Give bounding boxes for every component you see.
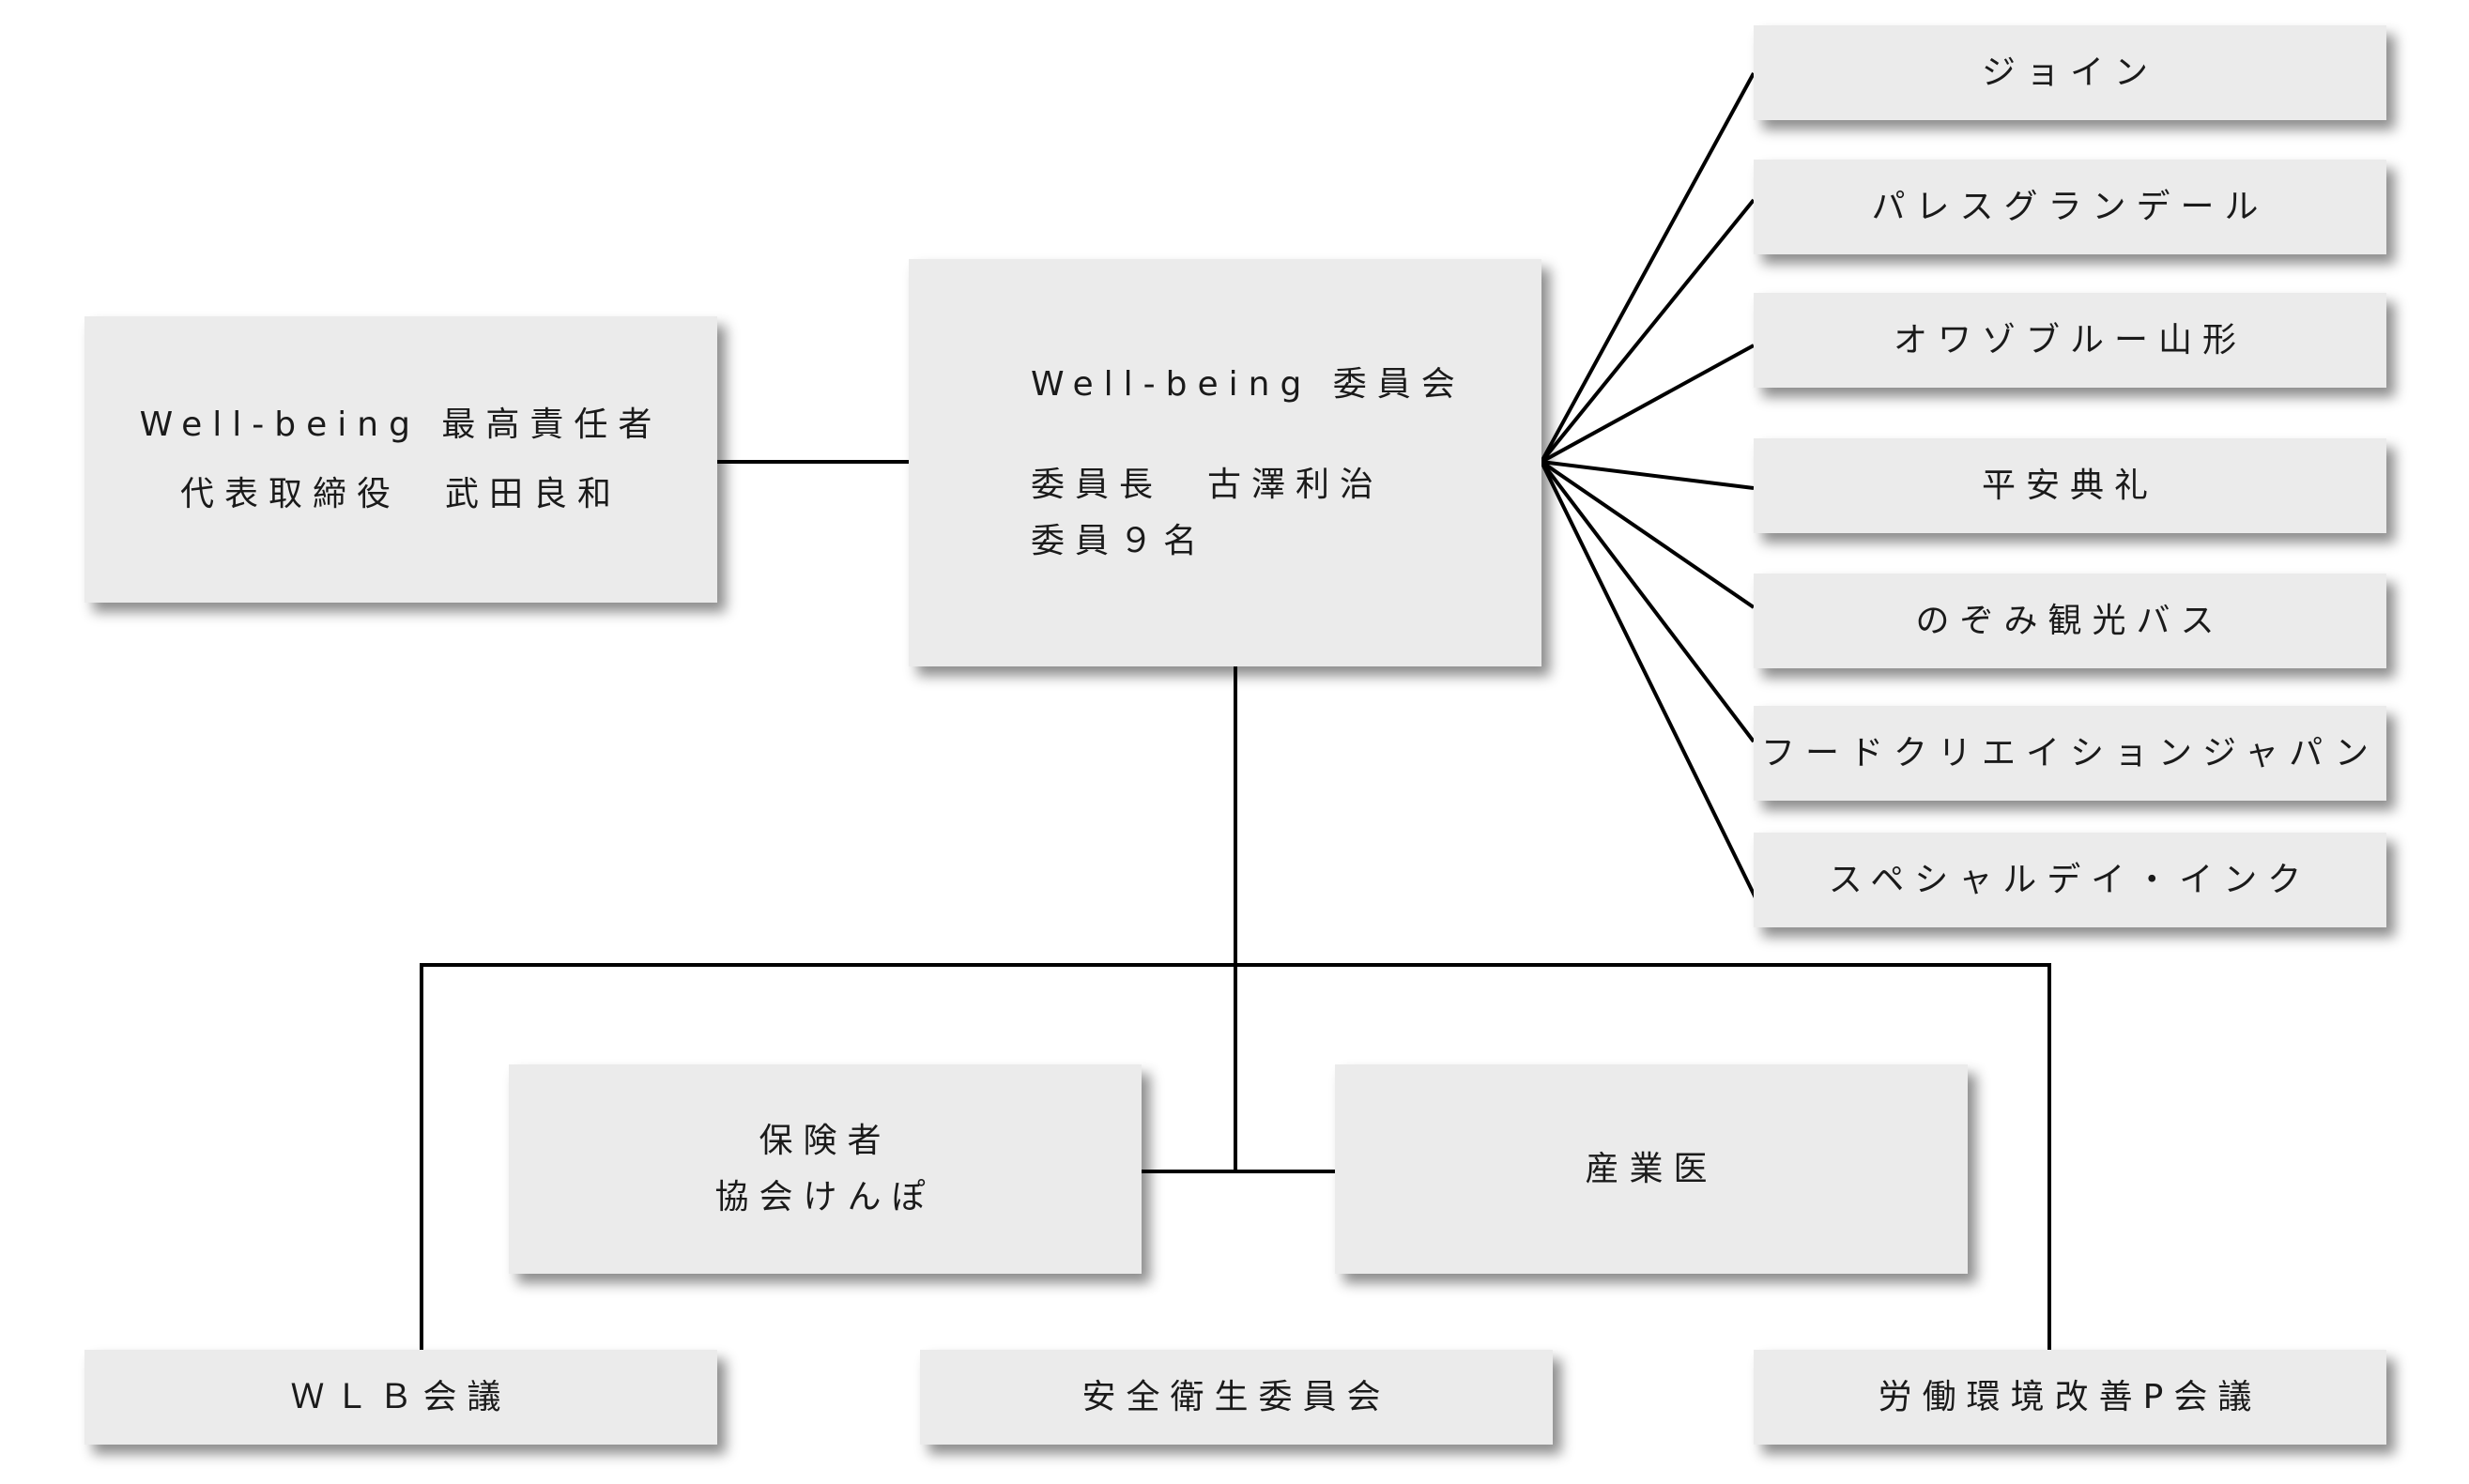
committee-chair: 委員長 古澤利治 [1031, 466, 1385, 505]
company-box-0: ジョイン [1754, 25, 2386, 120]
company-label: 平安典礼 [1981, 466, 2158, 505]
connector-company-5 [1540, 460, 1756, 743]
chief-officer-box: Well-being 最高責任者 代表取締役 武田良和 [84, 316, 717, 603]
chief-name: 代表取締役 武田良和 [179, 474, 621, 513]
company-box-5: フードクリエイションジャパン [1754, 706, 2386, 801]
connector-company-4 [1540, 460, 1756, 609]
chief-title: Well-being 最高責任者 [139, 405, 663, 445]
company-box-4: のぞみ観光バス [1754, 574, 2386, 668]
company-box-2: オワゾブルー山形 [1754, 293, 2386, 388]
company-label: のぞみ観光バス [1915, 601, 2225, 640]
company-box-6: スペシャルデイ・インク [1754, 833, 2386, 927]
insurer-name: 協会けんぽ [714, 1177, 936, 1216]
company-box-3: 平安典礼 [1754, 438, 2386, 533]
company-label: フードクリエイションジャパン [1760, 733, 2379, 773]
connector-company-3 [1541, 460, 1755, 490]
committee-box: Well-being 委員会 委員長 古澤利治 委員９名 [909, 259, 1541, 666]
labor-meeting-label: 労働環境改善P会議 [1878, 1377, 2262, 1416]
wlb-meeting-box: ＷＬＢ会議 [84, 1350, 717, 1445]
connector-company-0 [1540, 72, 1756, 463]
insurer-box: 保険者 協会けんぽ [509, 1064, 1142, 1274]
insurer-type: 保険者 [759, 1122, 892, 1161]
company-label: オワゾブルー山形 [1893, 320, 2247, 360]
committee-title: Well-being 委員会 [1031, 364, 1465, 404]
company-label: スペシャルデイ・インク [1828, 860, 2312, 899]
company-label: ジョイン [1981, 53, 2158, 92]
physician-label: 産業医 [1585, 1149, 1718, 1188]
labor-meeting-box: 労働環境改善P会議 [1754, 1350, 2386, 1445]
safety-committee-label: 安全衛生委員会 [1081, 1377, 1391, 1416]
committee-members: 委員９名 [1031, 521, 1208, 560]
wlb-meeting-label: ＷＬＢ会議 [290, 1377, 512, 1416]
company-label: パレスグランデール [1871, 187, 2269, 226]
safety-committee-box: 安全衛生委員会 [920, 1350, 1553, 1445]
connector-company-1 [1540, 198, 1756, 464]
physician-box: 産業医 [1335, 1064, 1968, 1274]
connector-company-2 [1541, 344, 1755, 464]
company-box-1: パレスグランデール [1754, 160, 2386, 254]
connector-company-6 [1540, 461, 1771, 926]
